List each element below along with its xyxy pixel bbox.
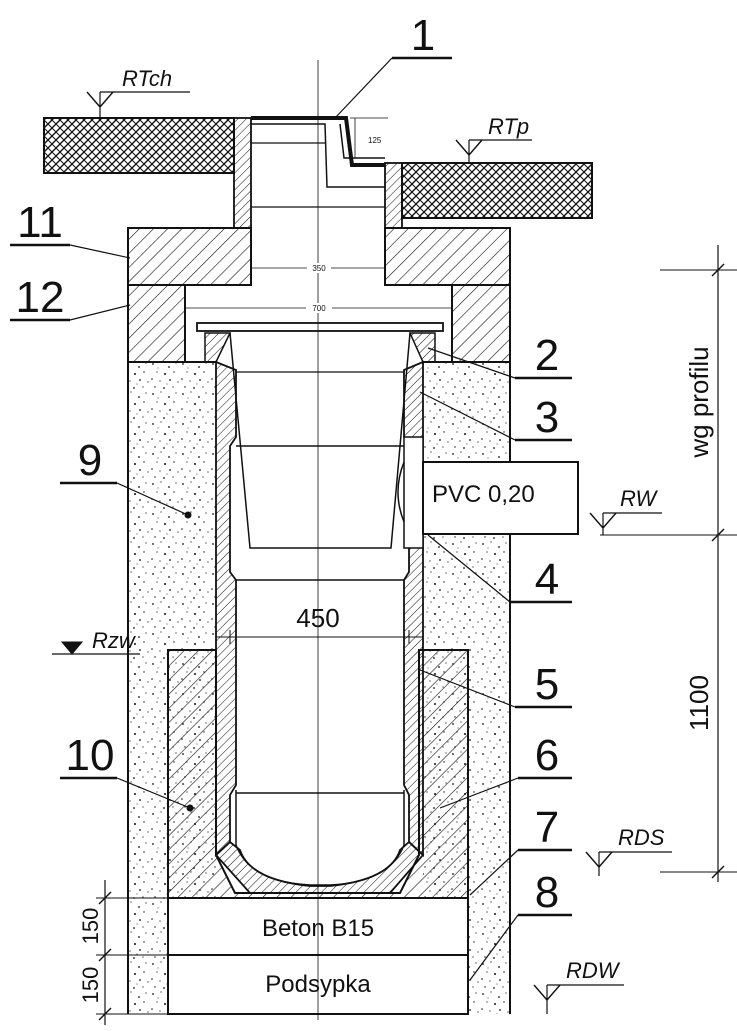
level-rw-label: RW xyxy=(620,486,658,511)
dim-125: 125 xyxy=(368,136,382,145)
level-rtp-label: RTp xyxy=(488,114,529,139)
level-rtp: RTp xyxy=(455,114,532,163)
callout-leaders xyxy=(10,56,572,981)
level-rtch-label: RTch xyxy=(122,66,172,91)
callout-2: 2 xyxy=(535,331,559,380)
callout-6: 6 xyxy=(535,731,559,780)
level-rzw: Rzw xyxy=(52,628,140,655)
callout-8: 8 xyxy=(535,868,559,917)
callout-numbers: 1 2 3 4 5 6 7 8 9 10 11 12 xyxy=(16,11,560,917)
well-body xyxy=(214,360,425,894)
level-rtch: RTch xyxy=(86,66,190,118)
dim-350: 350 xyxy=(312,264,326,273)
dim-450: 450 xyxy=(296,603,339,633)
pvc-pipe: PVC 0,20 xyxy=(397,436,579,549)
level-rds-label: RDS xyxy=(618,825,665,850)
callout-9: 9 xyxy=(78,436,102,485)
dim-150-top: 150 xyxy=(78,908,103,945)
callout-11: 11 xyxy=(17,198,63,247)
callout-12: 12 xyxy=(16,273,65,322)
layer-dimensions: 150 150 xyxy=(78,880,168,1025)
callout-5: 5 xyxy=(535,660,559,709)
inner-dimensions: 125 350 700 450 xyxy=(185,117,452,644)
dim-700: 700 xyxy=(312,304,326,313)
pavement xyxy=(43,117,593,229)
level-rzw-label: Rzw xyxy=(92,628,137,653)
callout-1: 1 xyxy=(411,11,435,60)
dim-wg-profilu: wg profilu xyxy=(684,346,714,458)
level-rdw-label: RDW xyxy=(566,958,621,983)
concrete-rings xyxy=(127,227,511,363)
level-rw: RW xyxy=(589,486,662,535)
level-rds: RDS xyxy=(585,825,672,876)
dim-150-bottom: 150 xyxy=(78,967,103,1004)
level-rdw: RDW xyxy=(533,958,624,1014)
callout-3: 3 xyxy=(535,393,559,442)
pvc-label: PVC 0,20 xyxy=(432,481,535,508)
callout-10: 10 xyxy=(66,731,115,780)
callout-4: 4 xyxy=(535,555,559,604)
callout-7: 7 xyxy=(535,803,559,852)
manhole-cover xyxy=(251,116,385,208)
dim-1100: 1100 xyxy=(684,675,714,731)
height-dimensions: wg profilu 1100 xyxy=(600,245,737,882)
